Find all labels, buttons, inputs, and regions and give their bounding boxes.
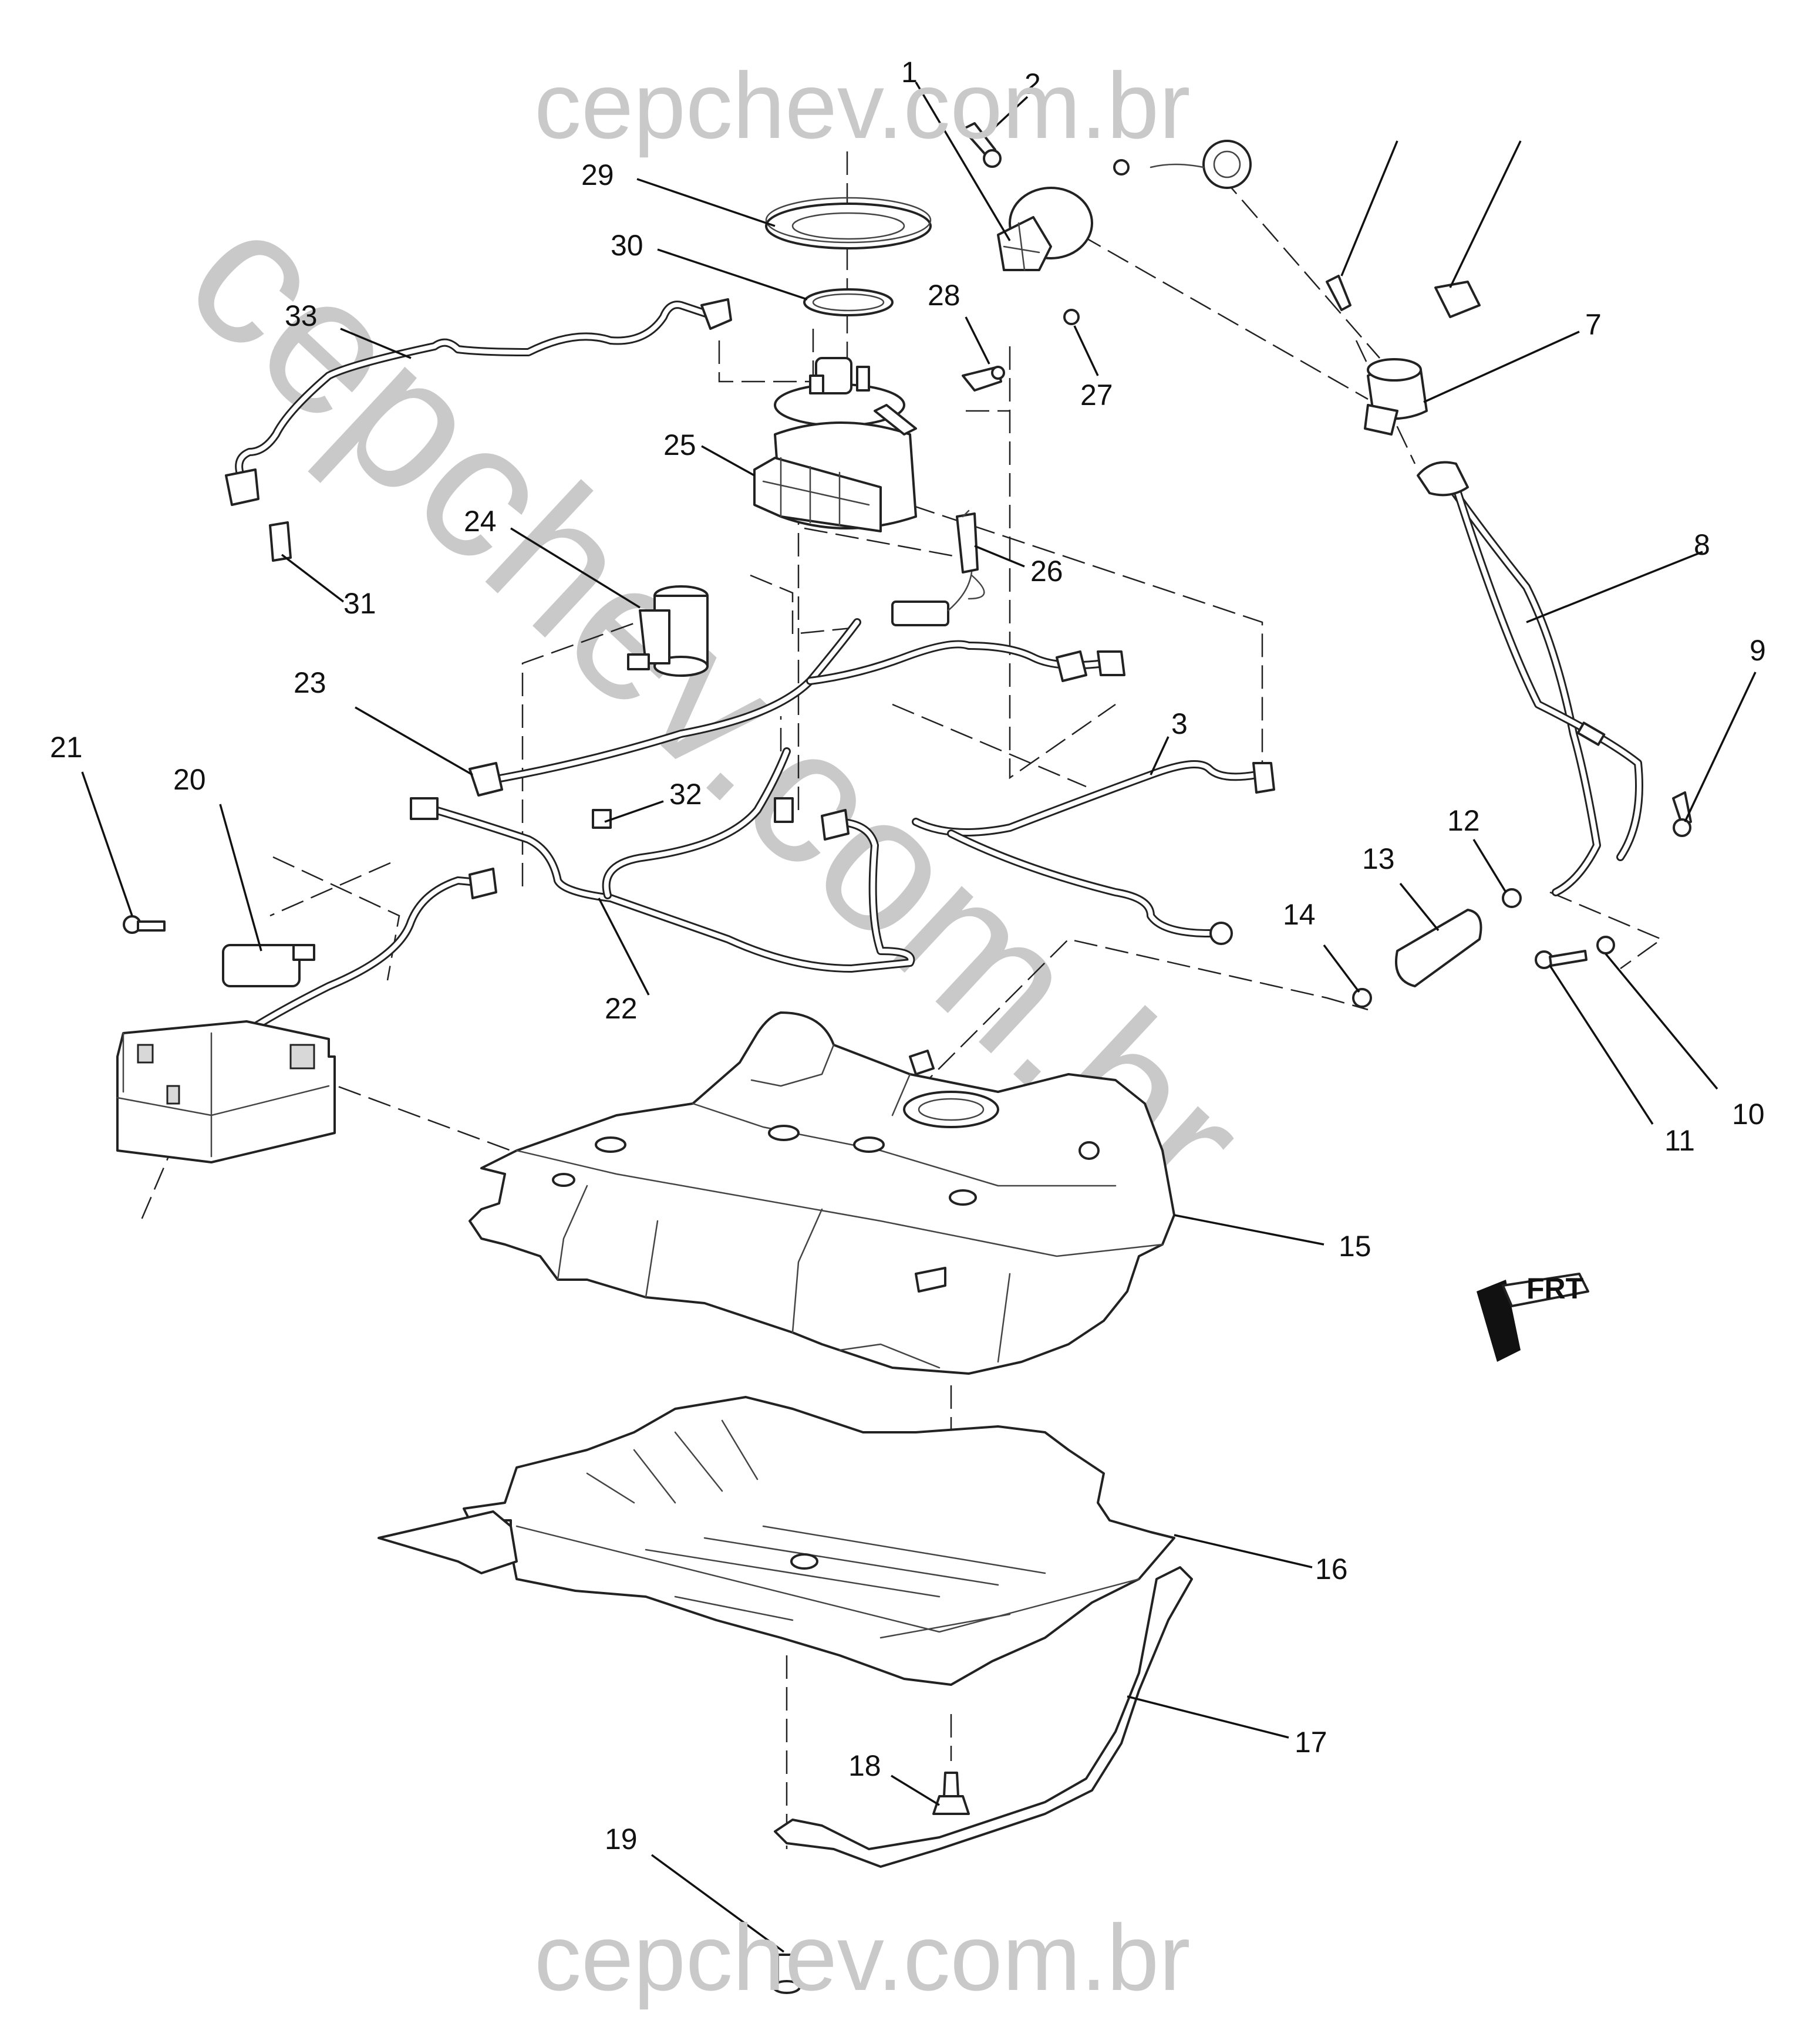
bumper-27 — [1063, 309, 1080, 325]
vapor-pipe-33 — [225, 298, 732, 562]
callout-16: 16 — [1315, 1553, 1348, 1586]
fastener-10 — [1596, 936, 1615, 954]
callout-31: 31 — [343, 587, 376, 620]
callout-12: 12 — [1447, 804, 1480, 837]
clip-32 — [592, 809, 612, 829]
push-pin-18 — [932, 1772, 970, 1815]
callout-33: 33 — [285, 299, 318, 332]
wiring-harness — [469, 618, 1125, 797]
harness-26 — [891, 510, 985, 626]
screw-2 — [962, 122, 1002, 168]
filler-housing-7 — [1364, 358, 1428, 436]
fuel-cap — [1113, 140, 1252, 189]
tank-shield-16 — [378, 1396, 1175, 1686]
callout-17: 17 — [1295, 1726, 1327, 1759]
clamp-12 — [1502, 888, 1522, 908]
filler-pipe-8 — [1417, 461, 1643, 896]
callout-26: 26 — [1030, 555, 1063, 588]
callout-3: 3 — [1171, 707, 1188, 740]
fuel-line-3 — [912, 760, 1275, 945]
callout-10: 10 — [1732, 1098, 1765, 1131]
bolt-19 — [773, 1954, 801, 1994]
callout-14: 14 — [1283, 898, 1316, 931]
callout-numbers: 1 2 3 7 8 9 10 11 12 13 14 15 16 17 18 1… — [50, 56, 1766, 1856]
filler-door-1 — [997, 187, 1093, 271]
callout-24: 24 — [464, 505, 497, 538]
callout-9: 9 — [1750, 634, 1766, 667]
seal-30 — [803, 288, 894, 316]
bolt-21 — [123, 915, 166, 934]
callout-19: 19 — [605, 1823, 638, 1856]
sensor-28 — [962, 366, 1005, 392]
evap-canister-20 — [116, 944, 336, 1163]
lock-ring-29 — [765, 197, 932, 249]
bolt-upper-left — [1326, 140, 1398, 311]
tank-strap-17 — [774, 1566, 1193, 1868]
clamp-14 — [1352, 988, 1372, 1008]
callout-11: 11 — [1664, 1124, 1695, 1157]
callout-15: 15 — [1339, 1230, 1371, 1263]
callout-28: 28 — [928, 279, 960, 312]
frt-label: FRT — [1526, 1272, 1583, 1305]
callout-1: 1 — [901, 56, 918, 89]
callout-29: 29 — [581, 158, 614, 191]
callout-18: 18 — [848, 1749, 881, 1782]
watermark-top: cepchev.com.br — [534, 53, 1191, 158]
callout-23: 23 — [294, 666, 326, 699]
fastener-11 — [1535, 950, 1588, 969]
callout-30: 30 — [611, 229, 643, 262]
callout-25: 25 — [663, 429, 696, 461]
hose-13 — [1395, 909, 1482, 987]
front-direction-indicator: FRT — [1477, 1272, 1589, 1362]
bolt-9 — [1672, 791, 1692, 837]
callout-13: 13 — [1362, 842, 1395, 875]
callout-32: 32 — [669, 778, 702, 811]
callout-22: 22 — [605, 992, 638, 1025]
leader-lines — [81, 82, 1757, 1953]
callout-2: 2 — [1024, 68, 1041, 100]
clip-upper-right — [1434, 140, 1522, 318]
fuel-tank-15 — [469, 1011, 1175, 1375]
valve-24 — [627, 585, 709, 677]
fuel-pump-module-25 — [753, 357, 917, 532]
watermark-bottom: cepchev.com.br — [534, 1905, 1191, 2010]
callout-20: 20 — [173, 763, 206, 796]
callout-8: 8 — [1694, 528, 1710, 561]
callout-21: 21 — [50, 731, 83, 764]
callout-7: 7 — [1585, 308, 1602, 341]
callout-27: 27 — [1080, 379, 1113, 411]
